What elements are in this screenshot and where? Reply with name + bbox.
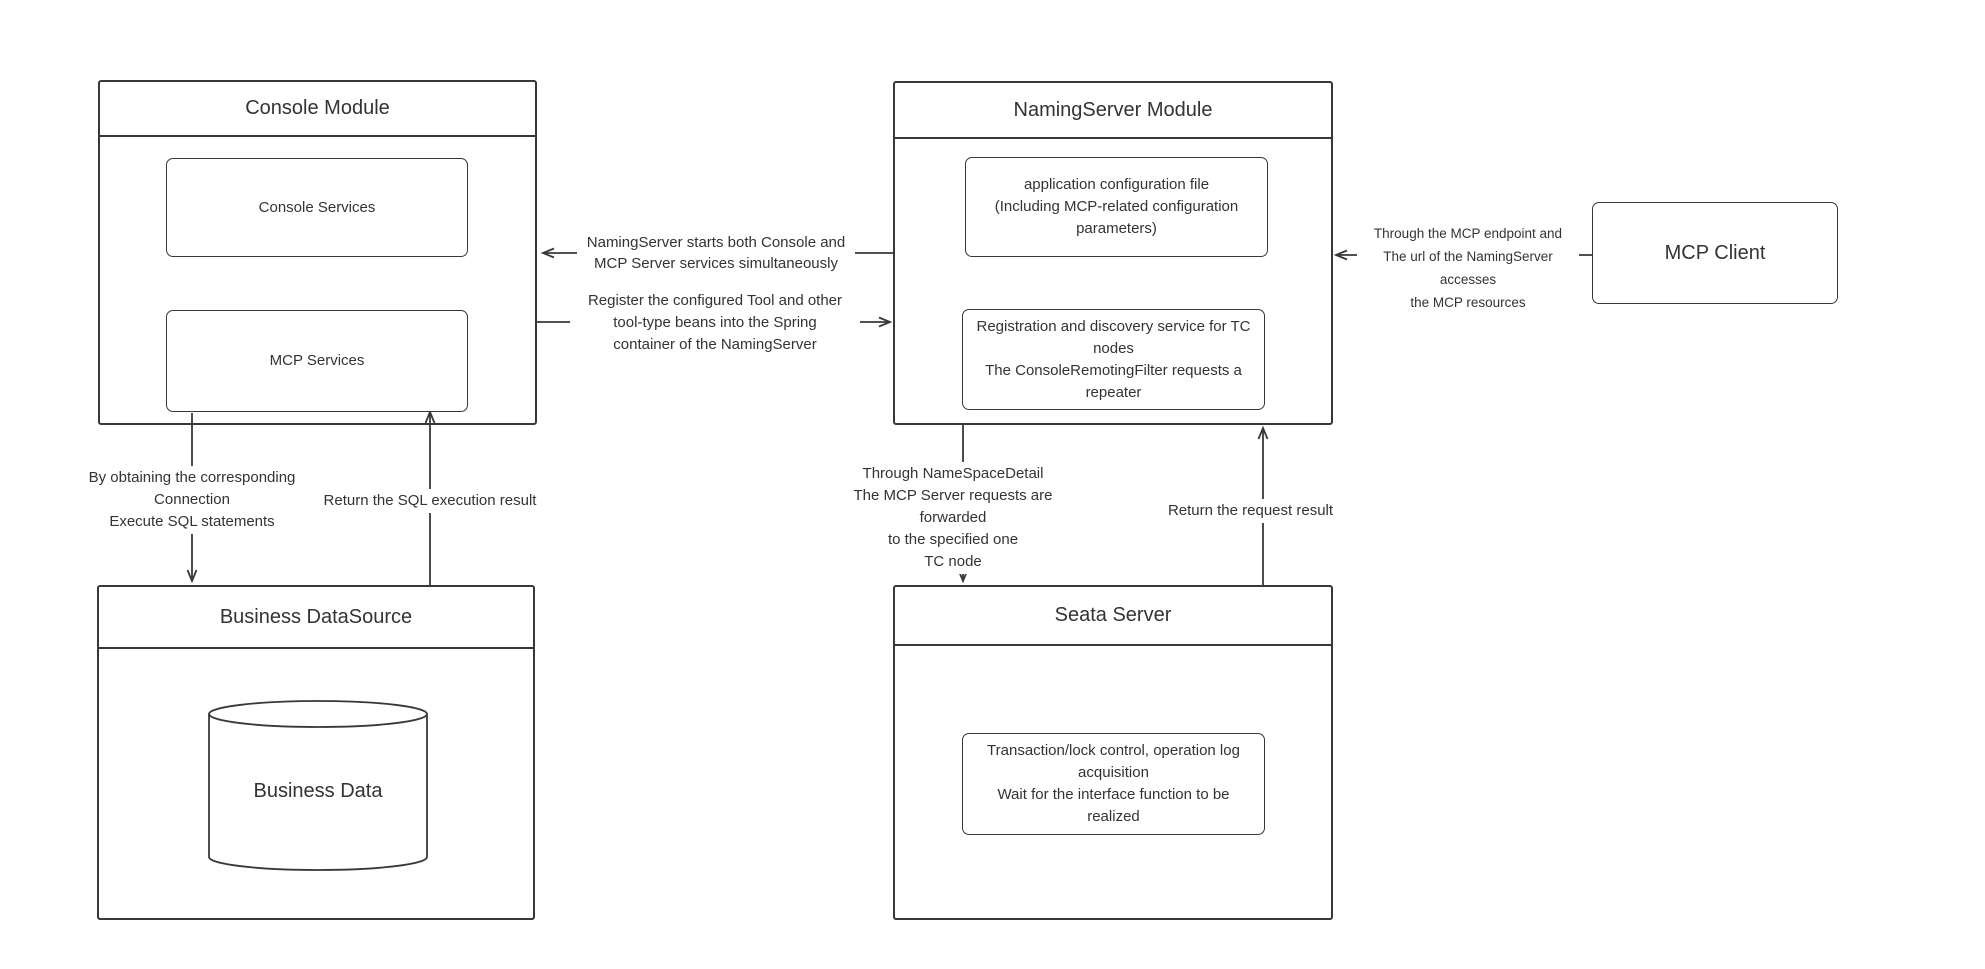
business-data-cylinder: [208, 700, 428, 871]
business-datasource-title: Business DataSource: [99, 587, 533, 649]
edge-label-console-to-datasource: By obtaining the corresponding Connectio…: [60, 466, 324, 534]
mcp-client-box: MCP Client: [1592, 202, 1838, 304]
mcp-services-box: MCP Services: [166, 310, 468, 412]
edge-label-seata-to-naming: Return the request result: [1148, 499, 1353, 523]
registration-discovery-box: Registration and discovery service for T…: [962, 309, 1265, 410]
console-module: Console Module: [98, 80, 537, 425]
console-services-box: Console Services: [166, 158, 468, 257]
business-data-label: Business Data: [253, 780, 383, 802]
namingserver-module: NamingServer Module: [893, 81, 1333, 425]
console-module-title: Console Module: [100, 82, 535, 137]
transaction-control-box: Transaction/lock control, operation log …: [962, 733, 1265, 835]
edge-label-naming-to-seata: Through NameSpaceDetail The MCP Server r…: [820, 462, 1086, 574]
seata-server-module: Seata Server: [893, 585, 1333, 920]
business-datasource-module: Business DataSource: [97, 585, 535, 920]
edge-label-naming-to-console: NamingServer starts both Console and MCP…: [577, 231, 855, 275]
edge-label-client-to-naming: Through the MCP endpoint and The url of …: [1357, 221, 1579, 315]
edge-label-datasource-to-console: Return the SQL execution result: [312, 489, 548, 513]
namingserver-module-title: NamingServer Module: [895, 83, 1331, 139]
seata-server-title: Seata Server: [895, 587, 1331, 646]
edge-label-console-to-naming: Register the configured Tool and other t…: [570, 289, 860, 357]
config-file-box: application configuration file (Includin…: [965, 157, 1268, 257]
